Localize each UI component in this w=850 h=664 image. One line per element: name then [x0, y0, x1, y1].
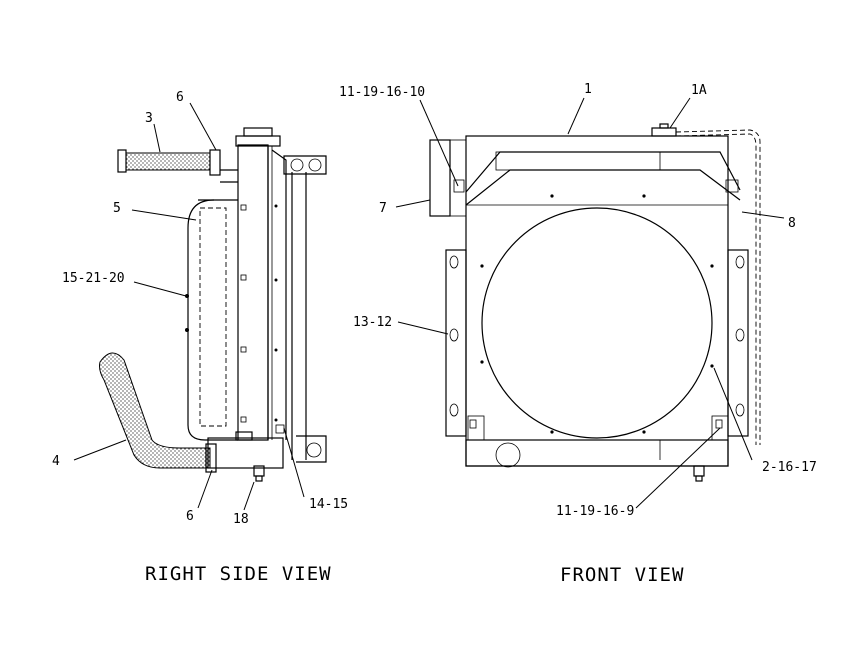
callout-3: 3 [145, 111, 153, 126]
right-side-leader-lines [73, 102, 305, 511]
callout-11-19-16-9: 11-19-16-9 [556, 504, 634, 519]
right-side-view-title: RIGHT SIDE VIEW [145, 563, 332, 585]
front-view: 11-19-16-10 1 1A 7 8 13-12 2-16-17 11-19… [339, 82, 817, 586]
callout-6-top: 6 [176, 90, 184, 105]
front-view-leader-lines [395, 97, 785, 509]
callout-15-21-20: 15-21-20 [62, 271, 125, 286]
radiator-front-frame [429, 123, 761, 482]
callout-8: 8 [788, 216, 796, 231]
front-view-title: FRONT VIEW [560, 564, 684, 586]
callout-5: 5 [113, 201, 121, 216]
upper-hose [117, 149, 238, 183]
callout-13-12: 13-12 [353, 315, 392, 330]
callout-14-15: 14-15 [309, 497, 348, 512]
callout-1a: 1A [691, 83, 707, 98]
callout-2-16-17: 2-16-17 [762, 460, 817, 475]
lower-hose [99, 352, 217, 473]
callout-6-bottom: 6 [186, 509, 194, 524]
callout-1: 1 [584, 82, 592, 97]
callout-18: 18 [233, 512, 249, 527]
callout-4: 4 [52, 454, 60, 469]
callout-7: 7 [379, 201, 387, 216]
callout-11-19-16-10: 11-19-16-10 [339, 85, 425, 100]
radiator-side-body [185, 127, 327, 482]
right-side-view: 6 3 5 15-21-20 4 6 18 14-15 RIGHT SIDE V… [52, 90, 348, 585]
